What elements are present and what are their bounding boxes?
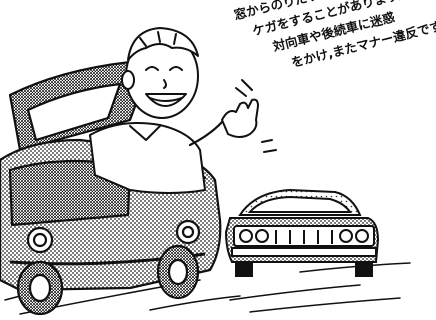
smiling-man (89, 27, 277, 194)
oncoming-car (224, 188, 380, 277)
